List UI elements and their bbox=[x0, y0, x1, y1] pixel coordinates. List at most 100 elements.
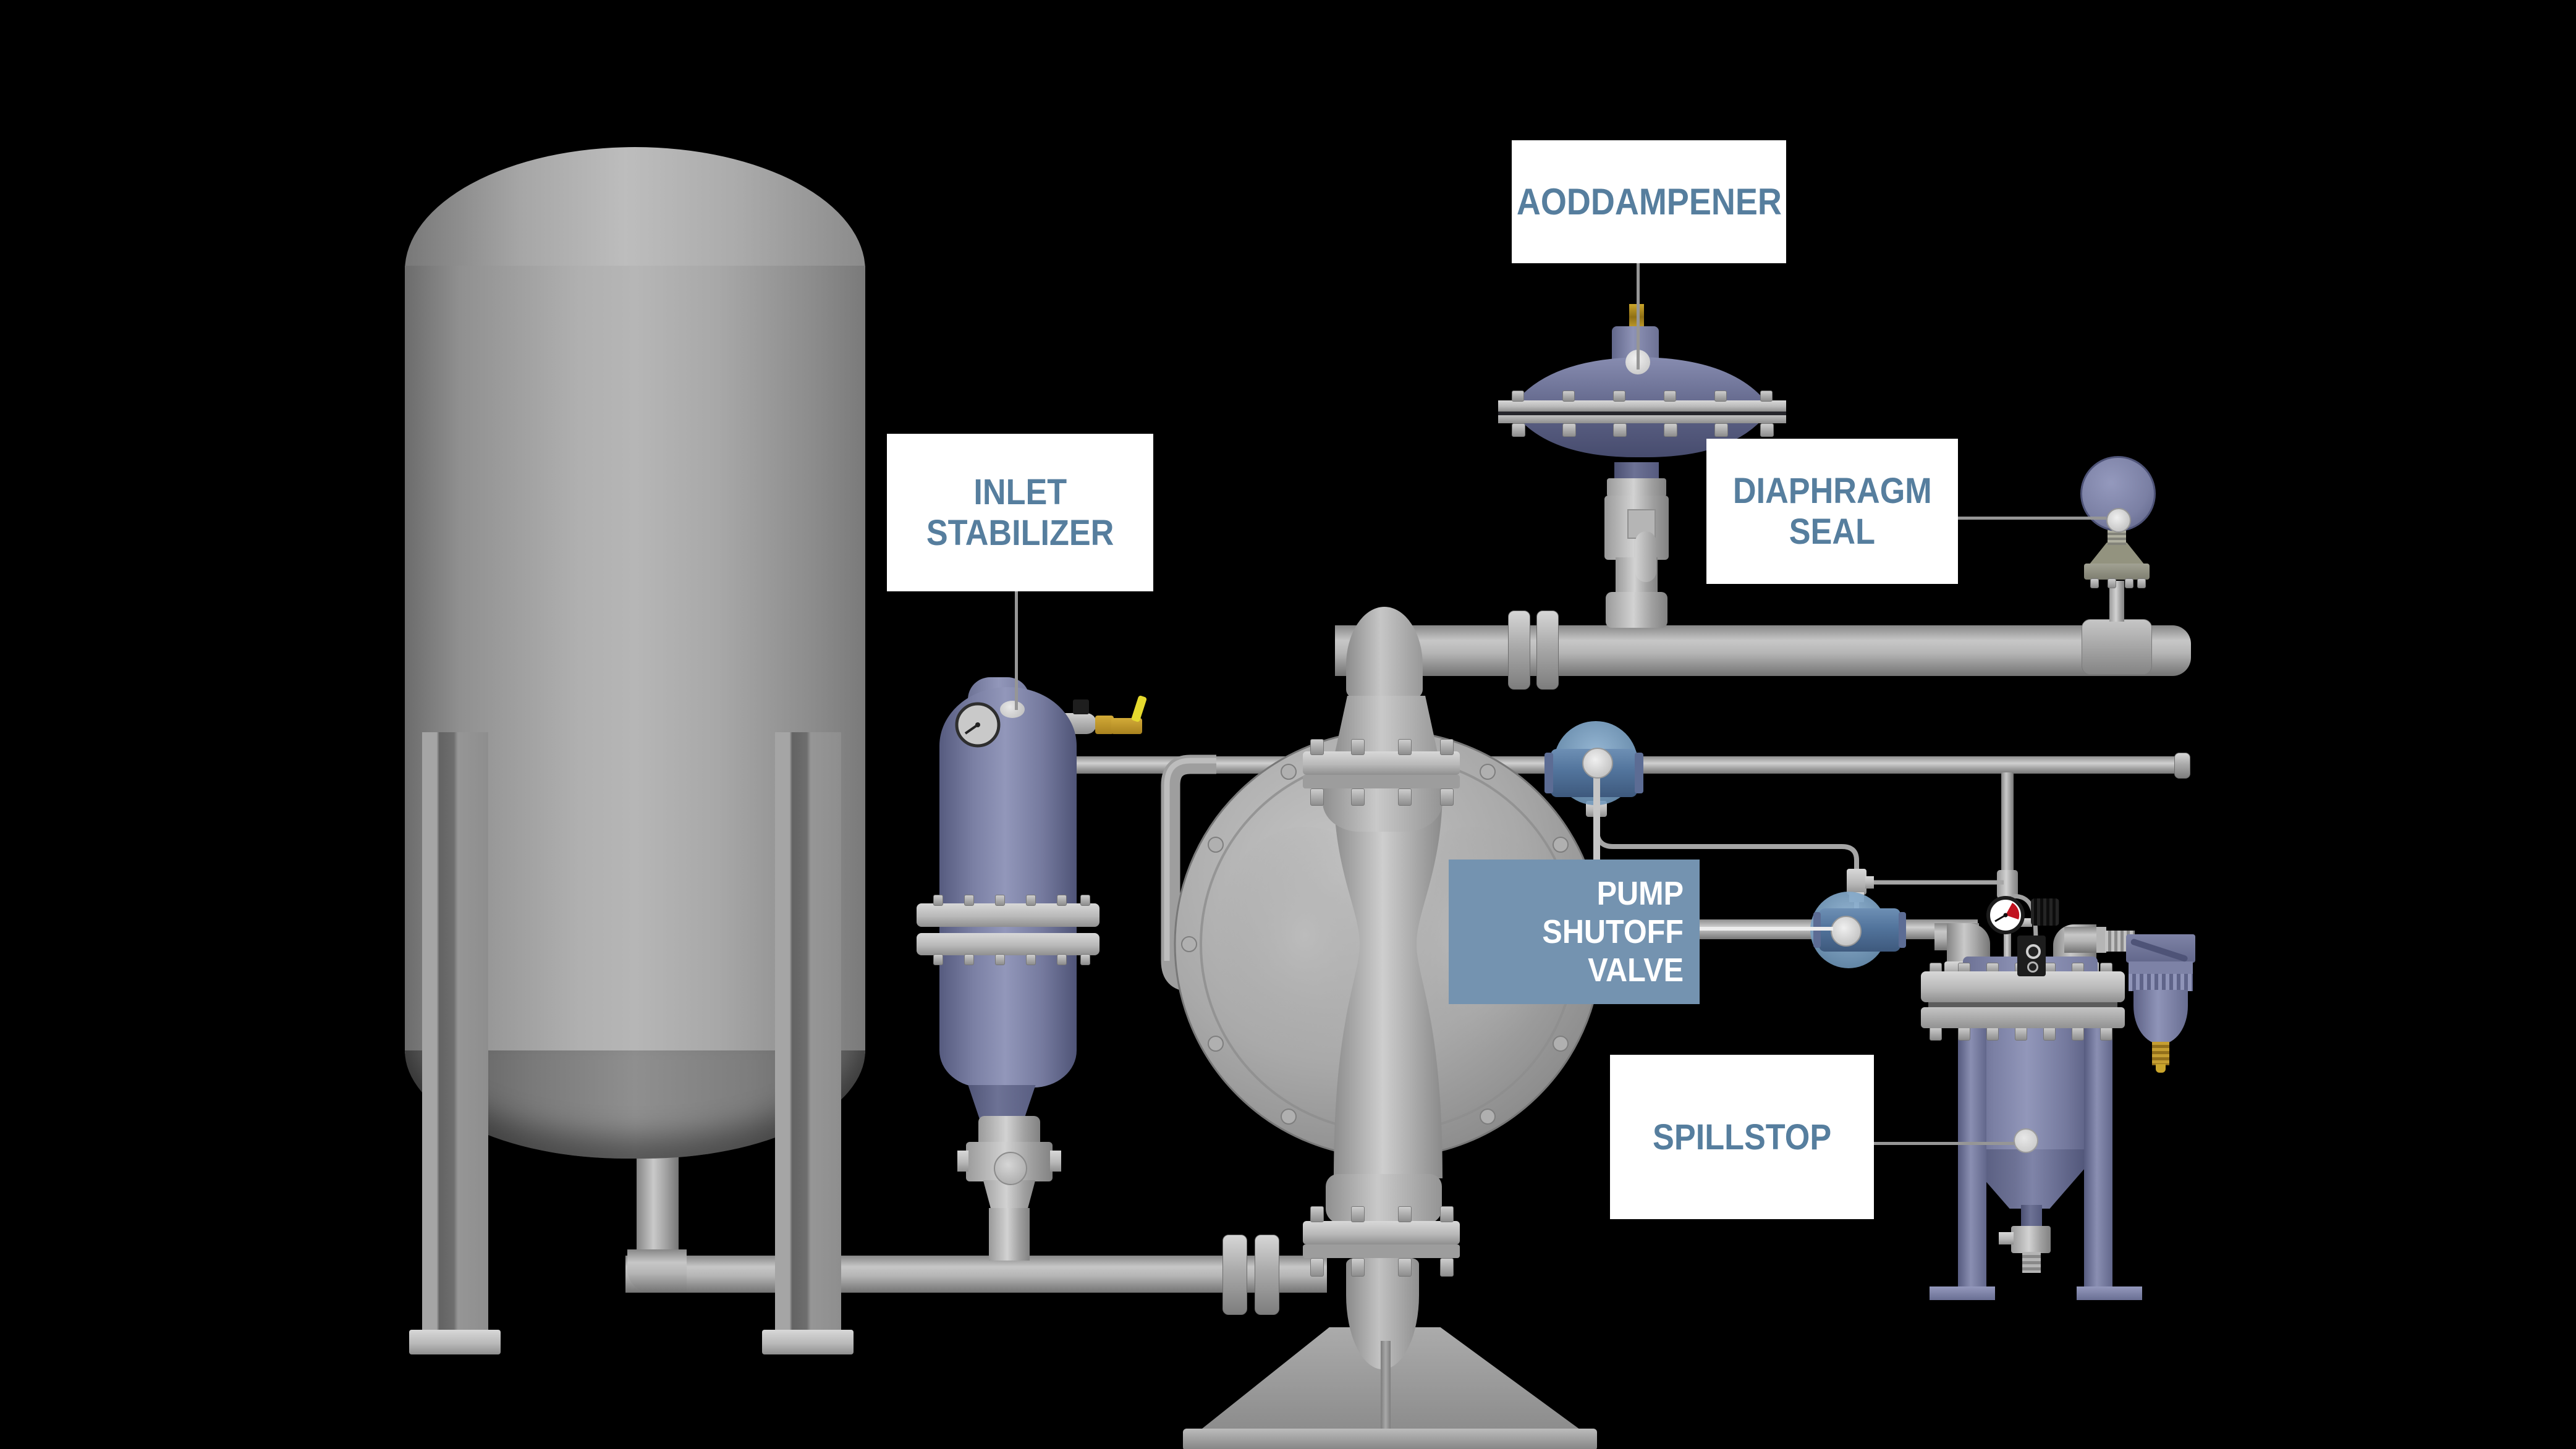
flange-bolt bbox=[1351, 739, 1365, 755]
label-inlet-stabilizer: INLET STABILIZER bbox=[887, 434, 1153, 591]
clamp-bolt bbox=[933, 954, 943, 965]
tube-tee-nub bbox=[1865, 876, 1874, 889]
clamp-bolt bbox=[1026, 895, 1036, 906]
pump-base-rod bbox=[1381, 1341, 1391, 1432]
dampener-bolt bbox=[1613, 423, 1627, 437]
spillstop-right-elbow-h bbox=[2064, 927, 2100, 953]
label-spillstop: SPILLSTOP bbox=[1610, 1055, 1874, 1219]
shutoff-valve2-knob bbox=[1831, 916, 1862, 947]
label-diaphragm-seal: DIAPHRAGM SEAL bbox=[1706, 439, 1958, 584]
dampener-bolt bbox=[1613, 391, 1625, 402]
pump-bottom-flange bbox=[1303, 1221, 1460, 1244]
dampener-bolt bbox=[1714, 391, 1727, 402]
lid-bolt bbox=[2072, 1027, 2084, 1041]
stabilizer-valve-seat bbox=[989, 1208, 1030, 1261]
clamp-bolt bbox=[995, 954, 1005, 965]
label-pump-shutoff-valve: PUMP SHUTOFF VALVE bbox=[1449, 860, 1700, 1004]
stabilizer-valve-taper bbox=[983, 1180, 1036, 1211]
seal-bolt bbox=[2090, 578, 2099, 588]
flange-bolt bbox=[1440, 788, 1454, 806]
mid-pipe-end-cap bbox=[2174, 753, 2190, 779]
label-spillstop-text: SPILLSTOP bbox=[1652, 1117, 1832, 1157]
pump-body bbox=[1174, 730, 1603, 1178]
dampener-bolt bbox=[1664, 391, 1676, 402]
shutoff-valve1-cap-left bbox=[1544, 753, 1553, 793]
filter-brass-tip bbox=[2156, 1064, 2166, 1073]
label-pump-shutoff-valve-line2: SHUTOFF bbox=[1542, 913, 1684, 950]
flange-bolt bbox=[1398, 788, 1412, 806]
clamp-bolt bbox=[1057, 954, 1067, 965]
clamp-bolt bbox=[964, 954, 974, 965]
dampener-bolt bbox=[1562, 423, 1576, 437]
regulator-knob bbox=[2031, 898, 2059, 926]
clamp-bolt bbox=[995, 895, 1005, 906]
bottom-pipe bbox=[625, 1256, 1327, 1293]
pump-bottom-flange-ring bbox=[1303, 1244, 1460, 1258]
inlet-stabilizer-leader-line bbox=[1015, 591, 1018, 710]
label-diaphragm-seal-line2: SEAL bbox=[1789, 511, 1876, 552]
filter-ribbed-collar bbox=[2129, 974, 2193, 991]
bottom-pipe-flange-b bbox=[1255, 1235, 1279, 1315]
pump-top-flange-ring bbox=[1303, 775, 1460, 788]
solenoid-port-upper bbox=[2026, 944, 2041, 959]
flange-bolt bbox=[1398, 1206, 1412, 1222]
dampener-flange-upper bbox=[1498, 400, 1786, 412]
dampener-bolt bbox=[1714, 423, 1728, 437]
label-inlet-stabilizer-line2: STABILIZER bbox=[926, 512, 1114, 553]
label-pump-shutoff-valve-line1: PUMP bbox=[1596, 875, 1684, 912]
seal-cone bbox=[2089, 543, 2145, 565]
flange-bolt bbox=[1351, 1206, 1365, 1222]
top-pipe bbox=[1335, 625, 2191, 676]
label-aoddampener: AODDAMPENER bbox=[1512, 140, 1786, 263]
lid-bolt bbox=[2100, 1027, 2112, 1041]
dampener-bolt bbox=[1512, 391, 1524, 402]
flange-bolt bbox=[1310, 1206, 1324, 1222]
dampener-bolt bbox=[1760, 423, 1774, 437]
flange-bolt bbox=[1351, 788, 1365, 806]
tank-outlet-elbow bbox=[627, 1249, 687, 1293]
flange-bolt bbox=[1440, 739, 1454, 755]
stabilizer-valve-ear-left bbox=[957, 1151, 968, 1172]
dampener-bolt bbox=[1664, 423, 1677, 437]
filter-body-band bbox=[2129, 961, 2193, 975]
shutoff-valve1-cap-right bbox=[1635, 753, 1643, 793]
pump-neck bbox=[1335, 696, 1438, 753]
dampener-flange-lower bbox=[1498, 415, 1786, 423]
solenoid-port-lower bbox=[2027, 961, 2038, 973]
pump-top-flange bbox=[1303, 751, 1460, 775]
tank-leg-right bbox=[775, 732, 841, 1335]
stabilizer-vessel bbox=[939, 687, 1077, 1088]
pump-dome-cap bbox=[1346, 607, 1423, 699]
clamp-bolt bbox=[1057, 895, 1067, 906]
stabilizer-pressure-gauge bbox=[955, 702, 1001, 748]
dampener-adapter bbox=[1607, 478, 1666, 497]
lid-bolt bbox=[2043, 1027, 2056, 1041]
spillstop-pressure-gauge bbox=[1986, 896, 2025, 934]
spillstop-port bbox=[2014, 1128, 2038, 1153]
seal-bolt bbox=[2125, 578, 2133, 588]
pump-center-column bbox=[1334, 788, 1443, 1178]
spillstop-leg-right bbox=[2084, 1028, 2112, 1290]
flange-bolt bbox=[1351, 1258, 1365, 1277]
tank-leg-left bbox=[422, 732, 488, 1335]
stabilizer-clamp-band-lower bbox=[917, 933, 1099, 955]
aoddampener-leader-line bbox=[1637, 263, 1640, 370]
label-aoddampener-text: AODDAMPENER bbox=[1516, 181, 1782, 222]
stabilizer-clamp-band-upper bbox=[917, 903, 1099, 927]
pump-base-plate bbox=[1183, 1429, 1597, 1449]
spillstop-foot-left bbox=[1930, 1286, 1995, 1300]
shutoff-valve2-cap-right bbox=[1899, 912, 1906, 948]
stabilizer-valve-lever bbox=[1130, 695, 1148, 723]
diaphragm-seal-leader-line bbox=[1958, 517, 2106, 520]
dampener-bolt bbox=[1760, 391, 1773, 402]
clamp-bolt bbox=[1080, 954, 1090, 965]
stabilizer-brass-elbow bbox=[1095, 716, 1114, 734]
flange-bolt bbox=[1310, 788, 1324, 806]
spillstop-lid-flange-upper bbox=[1921, 971, 2125, 1002]
seal-pipe-coupling bbox=[2082, 619, 2152, 675]
flange-bolt bbox=[1310, 739, 1324, 755]
clamp-bolt bbox=[933, 895, 943, 906]
filter-bowl bbox=[2133, 990, 2188, 1044]
lid-bolt bbox=[2015, 1027, 2027, 1041]
